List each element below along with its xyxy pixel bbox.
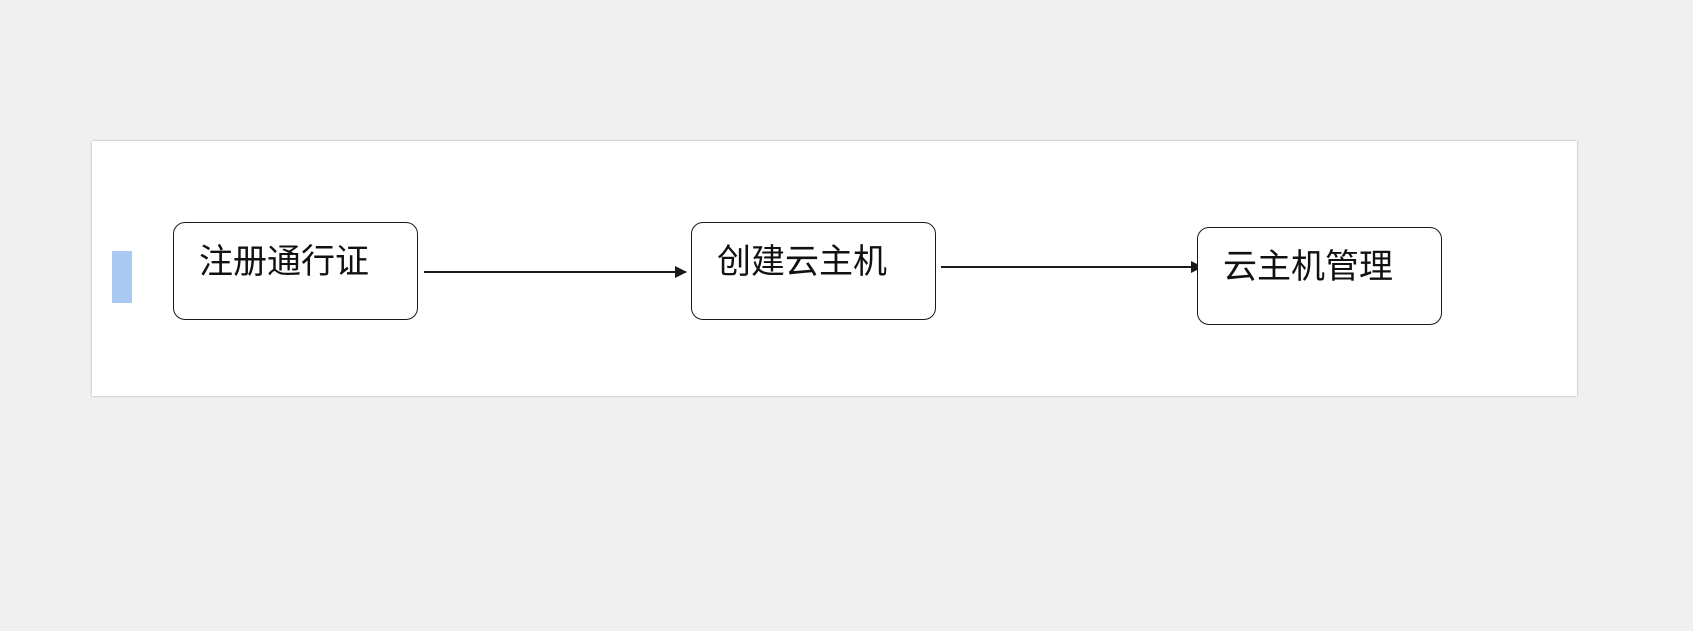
flow-edges [424, 261, 1203, 278]
node-create-cloud-host[interactable]: 创建云主机 [691, 222, 936, 320]
node-register-label: 注册通行证 [199, 242, 369, 282]
node-cloud-host-management[interactable]: 云主机管理 [1197, 227, 1442, 325]
node-cloud-host-management-label: 云主机管理 [1223, 247, 1393, 287]
node-create-cloud-host-label: 创建云主机 [717, 242, 887, 282]
selection-highlight [112, 251, 132, 303]
diagram-panel: 注册通行证 创建云主机 云主机管理 [92, 141, 1577, 396]
node-register[interactable]: 注册通行证 [173, 222, 418, 320]
